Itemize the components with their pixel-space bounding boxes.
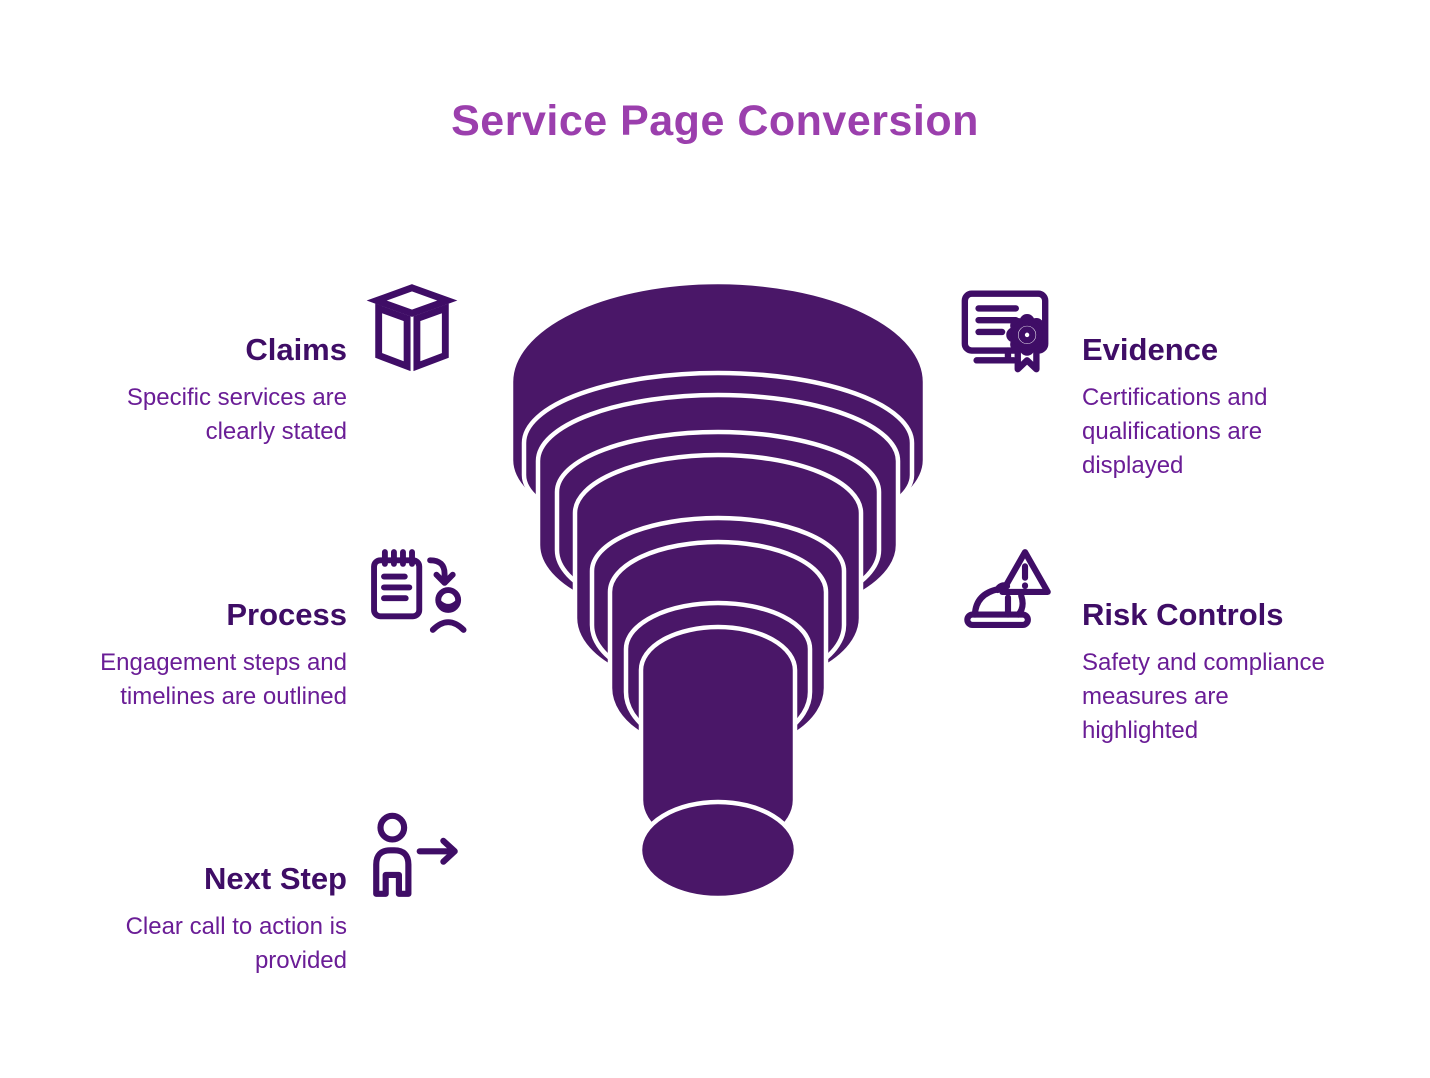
notepad-assign-icon	[365, 543, 469, 639]
hardhat-warning-icon	[956, 541, 1060, 639]
item-claims-heading: Claims	[245, 332, 347, 367]
item-process: Process Engagement steps and timelines a…	[62, 597, 347, 714]
person-forward-icon	[363, 808, 467, 904]
item-next-step-heading: Next Step	[204, 861, 347, 896]
item-evidence-heading: Evidence	[1082, 332, 1219, 367]
item-risk-controls: Risk Controls Safety and compliance meas…	[1082, 597, 1382, 748]
cube-icon	[363, 278, 461, 376]
item-process-description: Engagement steps and timelines are outli…	[100, 649, 347, 711]
funnel-layer-5-bottom	[637, 799, 799, 901]
item-next-step-description: Clear call to action is provided	[125, 913, 347, 975]
item-evidence-description: Certifications and qualifications are di…	[1082, 384, 1268, 480]
item-evidence: Evidence Certifications and qualificatio…	[1082, 332, 1382, 483]
item-risk-controls-description: Safety and compliance measures are highl…	[1082, 649, 1325, 745]
certificate-icon	[956, 280, 1056, 378]
item-process-heading: Process	[226, 597, 347, 632]
item-claims-description: Specific services are clearly stated	[126, 384, 347, 446]
page-title: Service Page Conversion	[451, 97, 979, 145]
item-next-step: Next Step Clear call to action is provid…	[62, 861, 347, 978]
item-claims: Claims Specific services are clearly sta…	[62, 332, 347, 449]
item-risk-controls-heading: Risk Controls	[1082, 597, 1284, 632]
